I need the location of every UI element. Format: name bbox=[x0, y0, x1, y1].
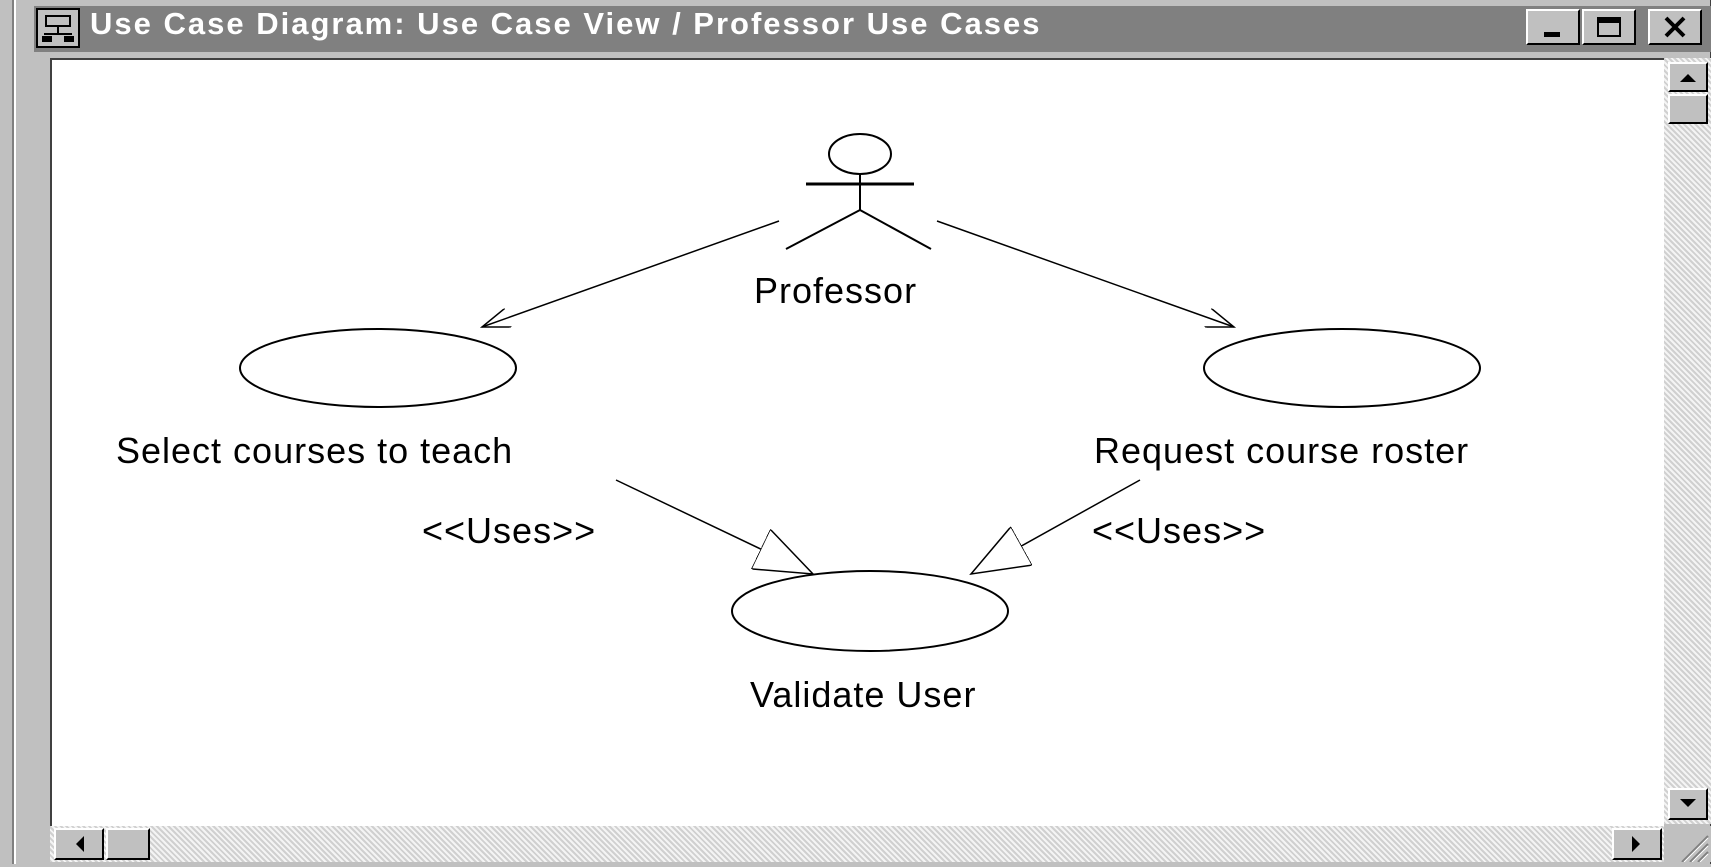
close-icon bbox=[1664, 16, 1686, 38]
minimize-icon bbox=[1544, 32, 1560, 37]
vertical-scroll-thumb[interactable] bbox=[1668, 94, 1708, 124]
close-button[interactable] bbox=[1648, 9, 1702, 45]
mdi-frame-edge bbox=[0, 0, 14, 864]
scroll-down-button[interactable] bbox=[1668, 788, 1708, 820]
scroll-right-button[interactable] bbox=[1612, 828, 1662, 860]
arrow-left-icon bbox=[76, 836, 84, 852]
usecase-request-roster[interactable] bbox=[1203, 328, 1481, 408]
uses-relation-right[interactable] bbox=[971, 479, 1141, 574]
uses-label-left: <<Uses>> bbox=[422, 510, 597, 551]
arrow-up-icon bbox=[1680, 74, 1696, 82]
maximize-icon bbox=[1597, 17, 1621, 37]
association-to-request[interactable] bbox=[936, 220, 1234, 327]
scroll-left-button[interactable] bbox=[54, 828, 104, 860]
usecase-select-courses[interactable] bbox=[239, 328, 517, 408]
arrow-right-icon bbox=[1632, 836, 1640, 852]
window-menu-icon[interactable] bbox=[36, 8, 80, 48]
association-to-select[interactable] bbox=[482, 220, 780, 327]
uses-relation-left[interactable] bbox=[615, 479, 813, 574]
scroll-up-button[interactable] bbox=[1668, 62, 1708, 92]
resize-grip[interactable] bbox=[1664, 826, 1711, 863]
resize-grip-icon bbox=[1681, 835, 1709, 863]
diagram-window: Use Case Diagram: Use Case View / Profes… bbox=[14, 0, 1711, 864]
actor-label: Professor bbox=[754, 270, 918, 311]
arrow-down-icon bbox=[1680, 799, 1696, 807]
vertical-scrollbar[interactable] bbox=[1664, 58, 1711, 824]
minimize-button[interactable] bbox=[1526, 9, 1580, 45]
uses-label-right: <<Uses>> bbox=[1092, 510, 1267, 551]
usecase-label-request: Request course roster bbox=[1094, 430, 1470, 471]
title-bar[interactable] bbox=[34, 6, 1711, 52]
actor-professor[interactable] bbox=[785, 133, 932, 250]
usecase-validate-user[interactable] bbox=[731, 570, 1009, 652]
diagram-drawing bbox=[239, 133, 1481, 652]
usecase-label-validate: Validate User bbox=[750, 674, 977, 715]
usecase-label-select: Select courses to teach bbox=[116, 430, 514, 471]
horizontal-scroll-thumb[interactable] bbox=[106, 828, 150, 860]
maximize-button[interactable] bbox=[1582, 9, 1636, 45]
diagram-canvas[interactable]: Professor Select courses to teach Reques… bbox=[50, 58, 1664, 826]
window-title: Use Case Diagram: Use Case View / Profes… bbox=[90, 6, 1042, 41]
horizontal-scrollbar[interactable] bbox=[50, 826, 1664, 862]
